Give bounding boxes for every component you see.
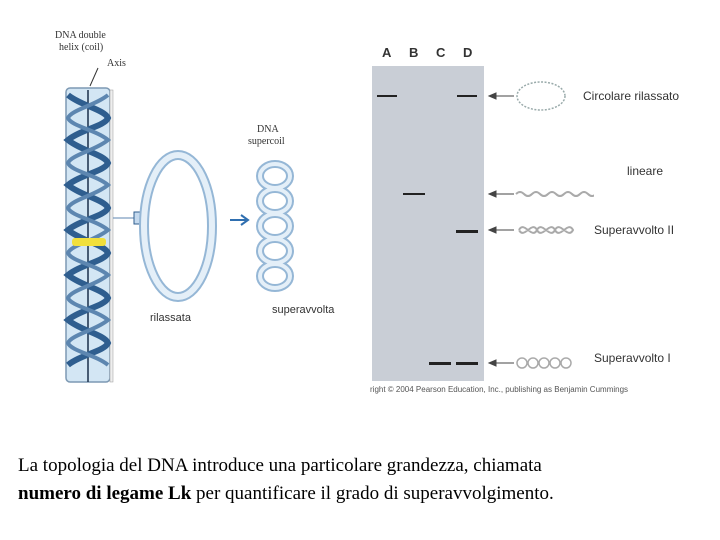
gel-band-a-relaxed [377, 95, 397, 97]
helix-label-line1: DNA double [55, 30, 106, 41]
lane-label-a: A [382, 45, 392, 60]
caption: La topologia del DNA introduce una parti… [18, 452, 708, 508]
copyright-note: right © 2004 Pearson Education, Inc., pu… [370, 385, 629, 394]
supercoil-label-line2: supercoil [248, 136, 285, 147]
form-label-relaxed: Circolare rilassato [583, 89, 680, 103]
form-label-supercoil1: Superavvolto I [594, 351, 671, 365]
lane-label-b: B [409, 45, 419, 60]
gel-slab [372, 66, 484, 381]
lane-label-c: C [436, 45, 446, 60]
gel-form-arrows [487, 81, 594, 369]
caption-text-part2: per quantificare il grado di superavvolg… [191, 483, 554, 504]
axis-label: Axis [107, 58, 126, 69]
helix-label-line2: helix (coil) [59, 42, 104, 53]
form-label-supercoil2: Superavvolto II [594, 223, 675, 237]
supercoiled-label: superavvolta [272, 304, 335, 316]
lane-label-d: D [463, 45, 473, 60]
supercoil-label-line1: DNA [257, 124, 279, 135]
gel-band-d-supercoil1 [456, 362, 478, 365]
form-label-linear: lineare [627, 164, 664, 178]
relaxed-label: rilassata [150, 312, 191, 324]
gel-band-d-supercoil2 [456, 230, 478, 233]
caption-bold-term: numero di legame Lk [18, 483, 192, 504]
gel-band-b-linear [403, 193, 425, 195]
gel-band-c-supercoil1 [429, 362, 451, 365]
dna-helix-drawing [63, 67, 294, 383]
caption-text-part1: La topologia del DNA introduce una parti… [18, 455, 542, 476]
gel-band-d-relaxed [457, 95, 477, 97]
